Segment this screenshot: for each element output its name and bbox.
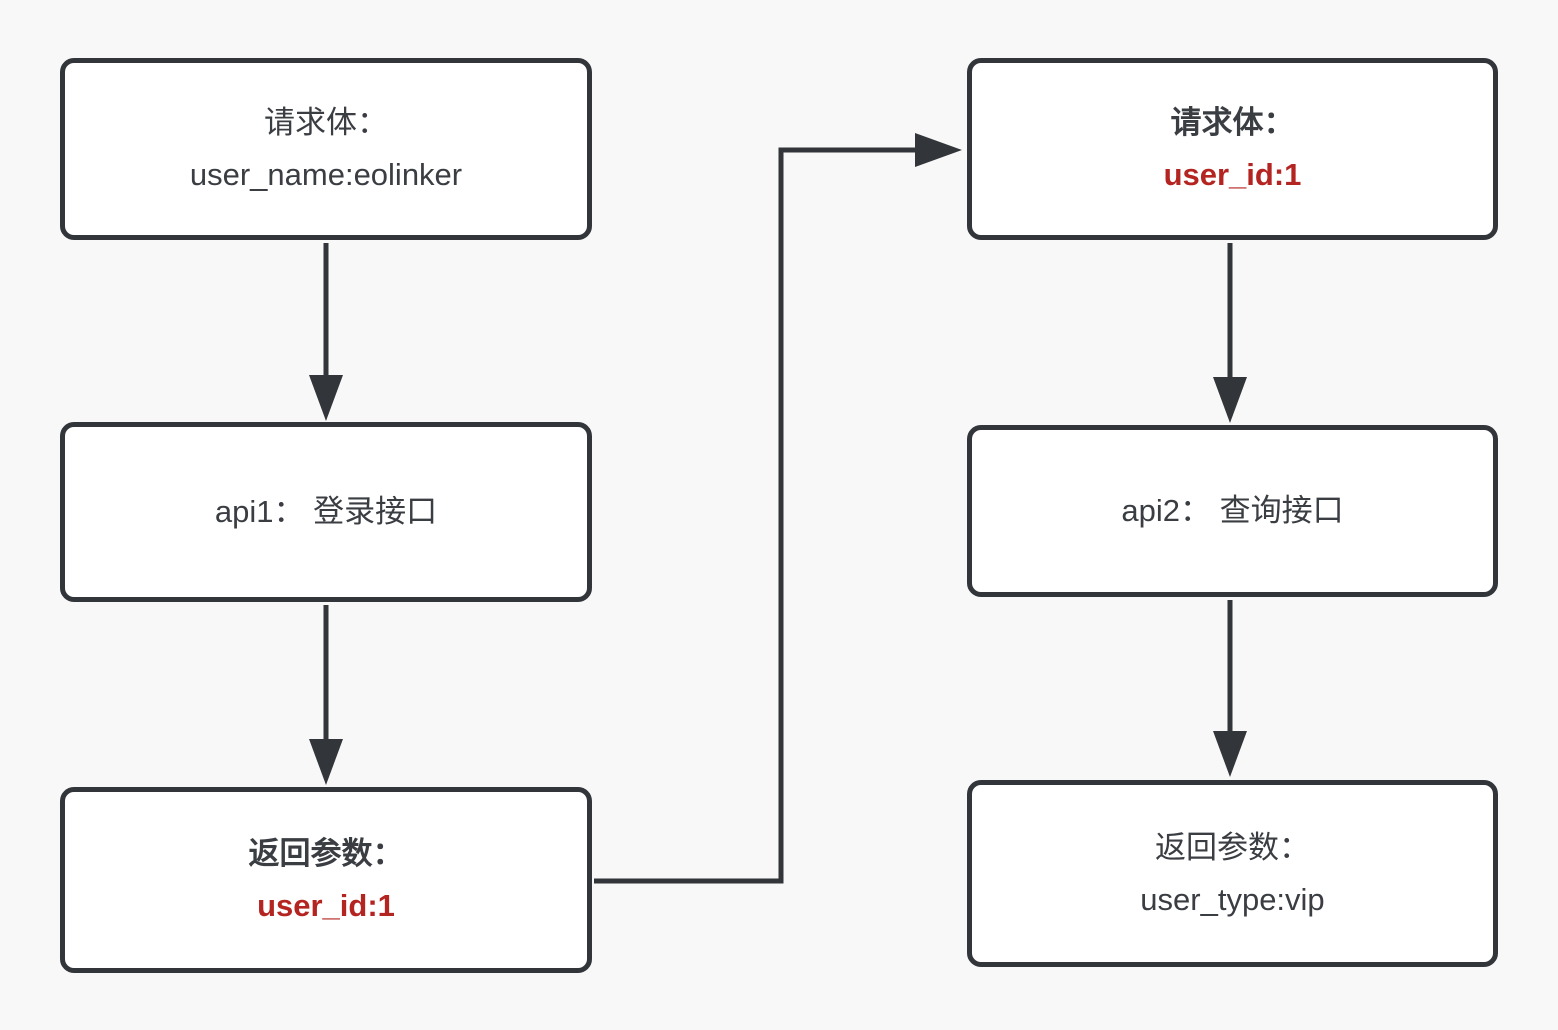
node-value: user_type:vip — [1140, 881, 1325, 917]
node-title: 返回参数： — [1155, 829, 1310, 865]
node-request-body-2: 请求体： user_id:1 — [967, 58, 1498, 240]
node-value-highlighted: user_id:1 — [257, 888, 395, 923]
arrow-request1-to-api1 — [309, 243, 343, 421]
node-label: api1： 登录接口 — [214, 494, 438, 529]
arrow-request2-to-api2 — [1213, 243, 1247, 423]
node-return-params-1: 返回参数： user_id:1 — [60, 787, 592, 973]
node-value: user_name:eolinker — [189, 157, 463, 192]
arrow-api2-to-return2 — [1213, 600, 1247, 777]
node-api2-query: api2： 查询接口 — [967, 425, 1498, 597]
node-return-params-2: 返回参数： user_type:vip — [967, 780, 1498, 967]
connector-return1-to-request2 — [594, 133, 962, 884]
node-value-highlighted: user_id:1 — [1163, 157, 1302, 192]
arrow-api1-to-return1 — [309, 605, 343, 785]
node-title: 请求体： — [1170, 105, 1295, 140]
node-request-body-1: 请求体： user_name:eolinker — [60, 58, 592, 240]
node-label: api2： 查询接口 — [1121, 493, 1344, 528]
node-api1-login: api1： 登录接口 — [60, 422, 592, 602]
node-title: 请求体： — [264, 105, 388, 140]
node-title: 返回参数： — [248, 836, 404, 871]
